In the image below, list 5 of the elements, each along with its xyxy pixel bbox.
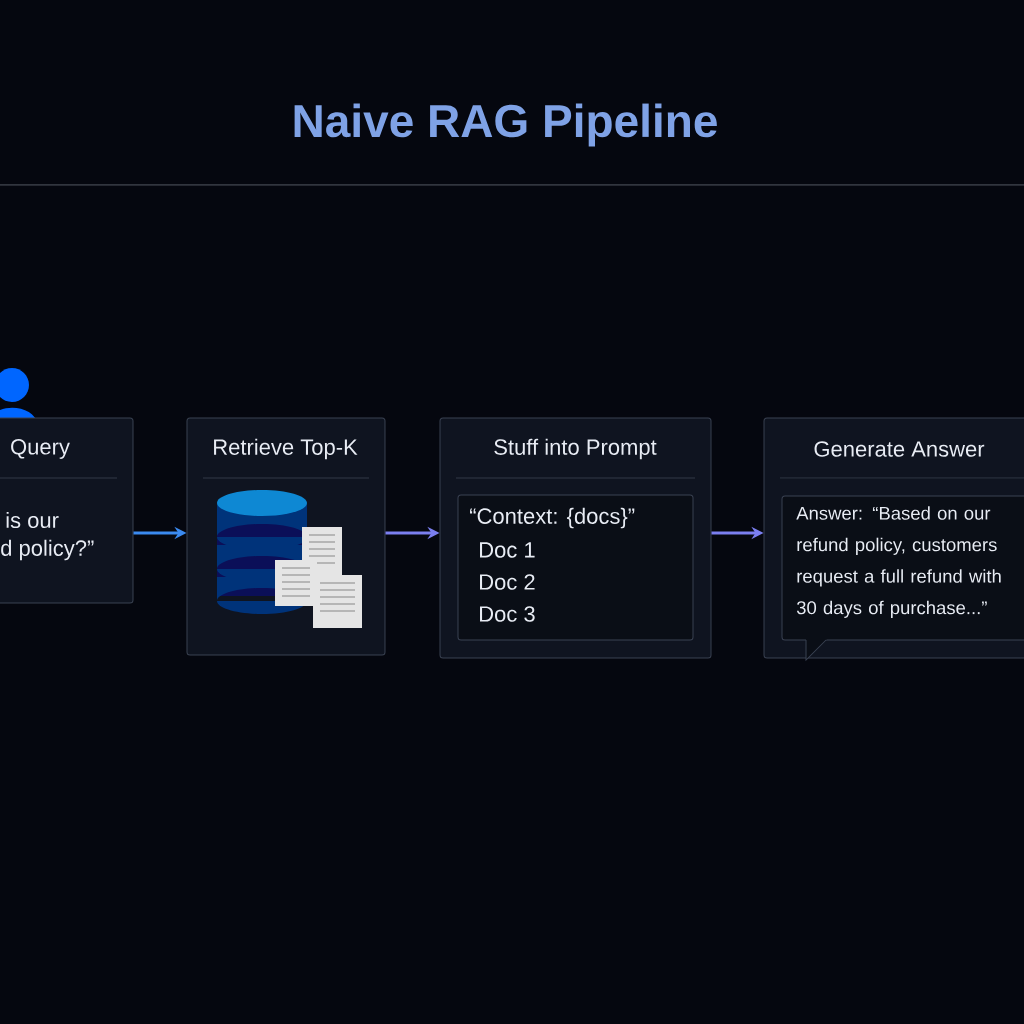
speech-bubble: Answer: “Based on our refund policy, customers request a full refund with 30 days of purchase...” — [781, 495, 1024, 661]
title: Naive RAG Pipeline — [294, 103, 717, 147]
process-box: Retrieve Top-K — [186, 417, 386, 656]
process-box: Query is our d policy?” — [0, 417, 134, 604]
process-box: “Context: {docs}” Doc 1 Doc 2 Doc 3 — [457, 494, 694, 641]
